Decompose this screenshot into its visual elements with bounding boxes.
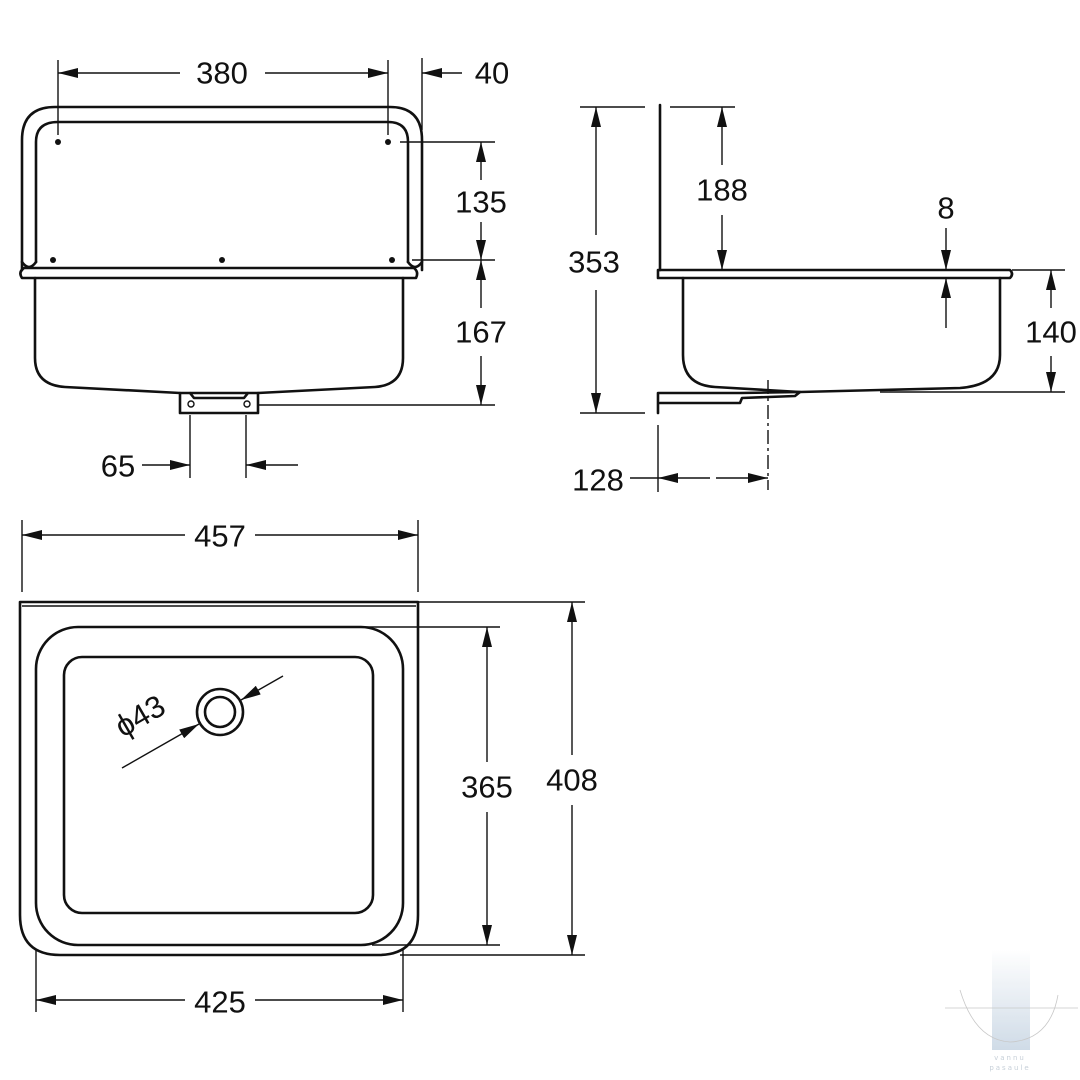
dim-40: 40 bbox=[475, 56, 509, 91]
dim-140: 140 bbox=[1025, 315, 1077, 350]
label-background bbox=[693, 172, 751, 208]
label-background bbox=[565, 244, 623, 280]
label-background bbox=[191, 984, 249, 1020]
dim-128: 128 bbox=[572, 463, 624, 498]
side-rim bbox=[656, 268, 1014, 280]
label-background bbox=[458, 769, 516, 805]
side-view: 353 188 8 140 128 bbox=[565, 103, 1080, 498]
dim-167: 167 bbox=[455, 315, 507, 350]
backsplash-rail-inner bbox=[34, 120, 410, 264]
drain-inner bbox=[203, 695, 237, 729]
side-bracket bbox=[656, 390, 802, 415]
drain-outer bbox=[195, 687, 245, 737]
top-view: ϕ43 457 365 408 425 bbox=[18, 518, 601, 1020]
label-background bbox=[106, 686, 174, 746]
label-background bbox=[1022, 314, 1080, 350]
watermark-line1: vannu bbox=[994, 1054, 1026, 1062]
sink-rim bbox=[19, 266, 419, 280]
dim-353: 353 bbox=[568, 245, 620, 280]
top-bowl-outline bbox=[34, 625, 405, 947]
dim-365: 365 bbox=[461, 770, 513, 805]
dim-457: 457 bbox=[194, 519, 246, 554]
top-bowl-floor bbox=[62, 655, 375, 915]
drain-bracket bbox=[178, 391, 260, 415]
dim-380: 380 bbox=[196, 56, 248, 91]
top-outer-outline bbox=[18, 600, 420, 957]
watermark-logo: vannu pasaule bbox=[945, 950, 1078, 1072]
label-background bbox=[452, 314, 510, 350]
dim-408: 408 bbox=[546, 763, 598, 798]
dim-8: 8 bbox=[937, 191, 954, 226]
label-background bbox=[569, 462, 627, 498]
label-background bbox=[97, 448, 139, 484]
dim-425: 425 bbox=[194, 985, 246, 1020]
backsplash-rail-outer bbox=[20, 105, 424, 272]
dim-65: 65 bbox=[101, 449, 135, 484]
label-background bbox=[452, 184, 510, 220]
dim-135: 135 bbox=[455, 185, 507, 220]
dim-188: 188 bbox=[696, 173, 748, 208]
front-view: 380 40 135 167 65 bbox=[19, 55, 513, 484]
side-bowl bbox=[681, 276, 1002, 394]
label-background bbox=[934, 190, 958, 226]
label-background bbox=[193, 55, 251, 91]
mounting-holes bbox=[50, 139, 395, 263]
label-background bbox=[191, 518, 249, 554]
sink-bowl bbox=[33, 276, 405, 395]
label-background bbox=[471, 55, 513, 91]
label-background bbox=[543, 762, 601, 798]
watermark-line2: pasaule bbox=[989, 1064, 1030, 1072]
